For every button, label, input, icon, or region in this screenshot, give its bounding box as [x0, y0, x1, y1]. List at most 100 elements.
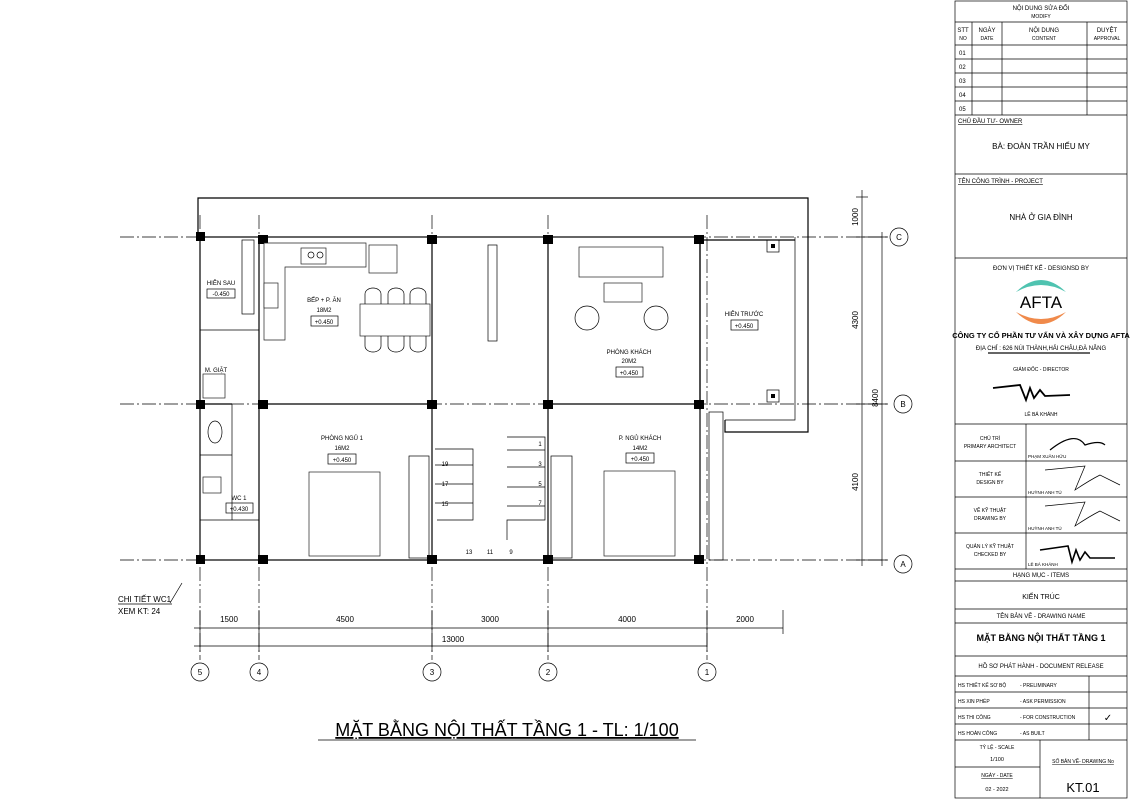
- svg-text:+0.450: +0.450: [315, 320, 334, 326]
- col-noidung: NỘI DUNG: [1029, 27, 1059, 34]
- kitchen-furniture: [263, 242, 431, 353]
- director-name: LÊ BÁ KHÁNH: [1024, 410, 1057, 418]
- drawing-name: MẶT BẰNG NỘI THẤT TẦNG 1: [977, 632, 1106, 643]
- room-bep-p-an: BẾP + P. ĂN 18M2 +0.450: [307, 297, 341, 327]
- designed-by-label: ĐƠN VỊ THIẾT KẾ - DESIGNSD BY: [993, 265, 1089, 272]
- svg-text:PHÒNG NGỦ 1: PHÒNG NGỦ 1: [321, 435, 364, 442]
- director-label: GIÁM ĐỐC - DIRECTOR: [1013, 366, 1069, 373]
- axis-label: 2: [546, 668, 551, 677]
- step-number: 9: [509, 550, 513, 556]
- svg-text:AFTA: AFTA: [1020, 293, 1063, 312]
- svg-text:+0.450: +0.450: [620, 371, 639, 377]
- dim-label: 3000: [481, 615, 499, 624]
- drawing-name-label: TÊN BẢN VẼ - DRAWING NAME: [997, 612, 1086, 620]
- room-phong-ngu-1: PHÒNG NGỦ 1 16M2 +0.450: [321, 435, 364, 465]
- col-approval: APPROVAL: [1094, 36, 1121, 42]
- title-block: NỘI DUNG SỬA ĐỔI MODIFY STT NO NGÀY DATE…: [952, 0, 1130, 799]
- grid-axes: [120, 215, 890, 660]
- col-no: NO: [959, 36, 967, 42]
- step-number: 11: [487, 550, 494, 556]
- dimensions-bottom: 1500 4500 3000 4000 2000 13000: [194, 610, 784, 652]
- plan-title: MẶT BẰNG NỘI THẤT TẦNG 1 - TL: 1/100: [335, 719, 678, 740]
- room-m-giat: M. GIẶT: [205, 367, 228, 374]
- owner-name: BÀ: ĐOÀN TRẦN HIẾU MY: [992, 141, 1090, 151]
- step-number: 17: [442, 482, 449, 488]
- room-wc-1: WC 1 +0.430: [225, 496, 254, 514]
- col-date: DATE: [981, 36, 995, 42]
- release-row: HS XIN PHÉP - ASK PERMISSION: [958, 698, 1066, 705]
- step-number: 5: [538, 482, 542, 488]
- step-number: 13: [466, 550, 473, 556]
- bed: [603, 470, 676, 557]
- revision-row: 01: [959, 51, 966, 57]
- dim-total: 8400: [871, 389, 880, 407]
- svg-text:PHÒNG KHÁCH: PHÒNG KHÁCH: [607, 349, 652, 356]
- signature: [1039, 545, 1115, 565]
- staircase: [435, 244, 546, 540]
- axis-label: A: [900, 560, 906, 569]
- company-name: CÔNG TY CỔ PHẦN TƯ VẤN VÀ XÂY DỰNG AFTA: [952, 330, 1130, 340]
- svg-text:+0.450: +0.450: [631, 457, 650, 463]
- axis-label: 3: [430, 668, 435, 677]
- scale-label: TỶ LỆ - SCALE: [980, 743, 1015, 751]
- room-labels: HIÊN SAU -0.450 BẾP + P. ĂN 18M2 +0.450 …: [205, 279, 764, 514]
- items-value: KIẾN TRÚC: [1022, 591, 1060, 601]
- svg-text:16M2: 16M2: [334, 446, 350, 452]
- svg-text:- FOR CONSTRUCTION: - FOR CONSTRUCTION: [1020, 715, 1076, 721]
- svg-text:HIÊN SAU: HIÊN SAU: [207, 279, 235, 287]
- scale-value: 1/100: [990, 757, 1004, 763]
- axis-label: B: [900, 400, 905, 409]
- dim-label: 4100: [851, 473, 860, 491]
- detail-note: CHI TIẾT WC1 XEM KT: 24: [118, 582, 183, 616]
- svg-text:CHECKED BY: CHECKED BY: [974, 552, 1007, 558]
- release-label: HỒ SƠ PHÁT HÀNH - DOCUMENT RELEASE: [978, 663, 1103, 670]
- modify-sub: MODIFY: [1031, 14, 1051, 20]
- svg-text:+0.450: +0.450: [735, 324, 754, 330]
- svg-text:XEM KT: 24: XEM KT: 24: [118, 607, 161, 616]
- wardrobe: [408, 455, 430, 559]
- col-stt: STT: [957, 28, 969, 34]
- svg-text:HUỲNH ANH TÚ: HUỲNH ANH TÚ: [1028, 525, 1062, 531]
- date-label: NGÀY - DATE: [981, 772, 1013, 779]
- signature: [1044, 501, 1121, 527]
- col-ngay: NGÀY: [978, 27, 995, 34]
- role-checked-by: QUẢN LÝ KỸ THUẬT CHECKED BY LÊ BÁ KHÁNH: [966, 543, 1115, 567]
- stair-step-numbers: 1 3 5 7 9 11 13 15 17 19: [442, 442, 543, 556]
- svg-text:HS XIN PHÉP: HS XIN PHÉP: [958, 698, 990, 705]
- dimensions-right: 1000 4300 4100 8400: [851, 190, 888, 566]
- release-row: HS THIẾT KẾ SƠ BỘ - PRELIMINARY: [958, 682, 1058, 689]
- dim-total: 13000: [442, 635, 465, 644]
- dim-label: 2000: [736, 615, 754, 624]
- sofa: [578, 246, 664, 278]
- svg-text:VẼ KỸ THUẬT: VẼ KỸ THUẬT: [974, 507, 1007, 514]
- svg-text:THIẾT KẾ: THIẾT KẾ: [979, 471, 1002, 478]
- svg-text:CHỦ TRÌ: CHỦ TRÌ: [980, 435, 1001, 442]
- structural-columns: [196, 232, 704, 564]
- axis-markers-y: C B A: [889, 227, 913, 574]
- svg-text:QUẢN LÝ KỸ THUẬT: QUẢN LÝ KỸ THUẬT: [966, 543, 1014, 550]
- revision-row: 02: [959, 65, 966, 71]
- svg-text:-0.450: -0.450: [212, 292, 230, 298]
- project-label: TÊN CÔNG TRÌNH - PROJECT: [958, 177, 1043, 185]
- svg-text:LÊ BÁ KHÁNH: LÊ BÁ KHÁNH: [1028, 560, 1058, 567]
- role-drawing-by: VẼ KỸ THUẬT DRAWING BY HUỲNH ANH TÚ: [974, 501, 1121, 531]
- svg-text:- ASK PERMISSION: - ASK PERMISSION: [1020, 699, 1066, 705]
- svg-text:+0.430: +0.430: [230, 507, 249, 513]
- modify-title: NỘI DUNG SỬA ĐỔI: [1013, 5, 1070, 12]
- check-icon: ✓: [1104, 713, 1112, 724]
- afta-logo: AFTA: [1016, 280, 1066, 324]
- signature: [1044, 465, 1121, 491]
- svg-text:14M2: 14M2: [632, 446, 648, 452]
- svg-text:DRAWING BY: DRAWING BY: [974, 516, 1007, 522]
- room-p-ngu-khach: P. NGỦ KHÁCH 14M2 +0.450: [619, 435, 661, 464]
- svg-text:- AS BUILT: - AS BUILT: [1020, 731, 1045, 737]
- dim-label: 4500: [336, 615, 354, 624]
- drawing-no: KT.01: [1066, 780, 1099, 795]
- col-duyet: DUYỆT: [1097, 26, 1118, 34]
- planter: [241, 239, 255, 315]
- step-number: 1: [538, 442, 542, 448]
- axis-label: 5: [198, 668, 203, 677]
- revision-row: 03: [959, 79, 966, 85]
- svg-text:HS HOÀN CÔNG: HS HOÀN CÔNG: [958, 730, 997, 737]
- company-address: ĐỊA CHỈ : 626 NÚI THÀNH,HẢI CHÂU,ĐÀ NẴNG: [976, 345, 1107, 352]
